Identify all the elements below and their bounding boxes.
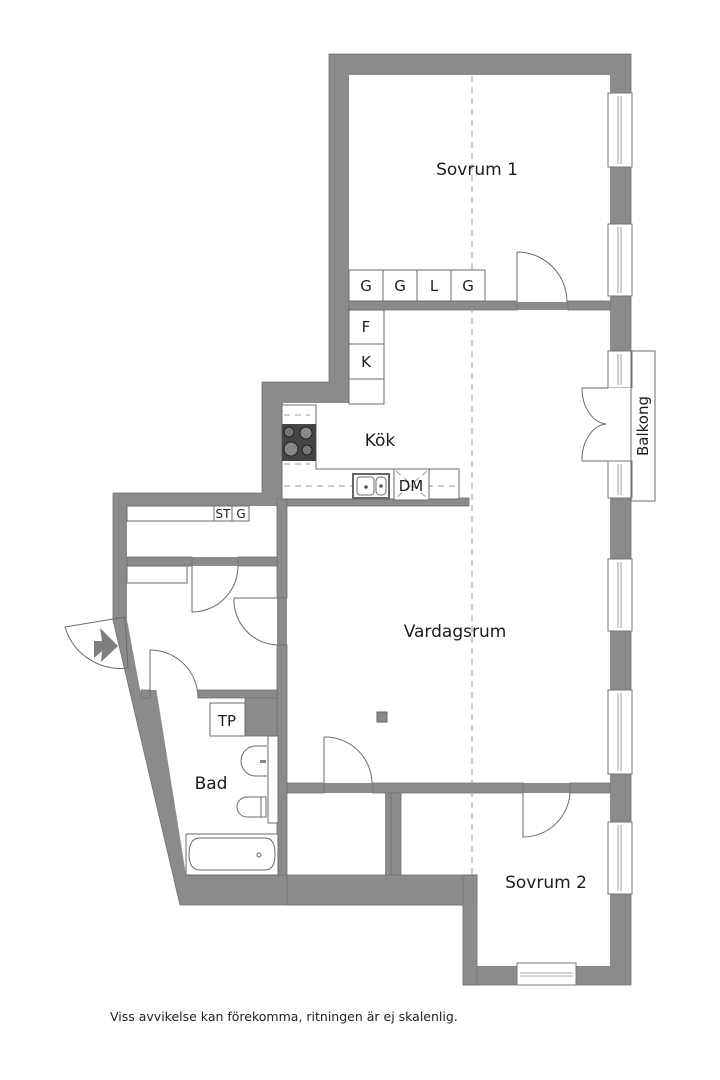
window bbox=[607, 460, 633, 499]
freezer-label: K bbox=[361, 353, 372, 371]
washbasin-icon bbox=[240, 745, 267, 777]
windows bbox=[516, 92, 633, 986]
window bbox=[516, 962, 577, 986]
door-closet bbox=[323, 736, 373, 784]
room-label-vardagsrum: Vardagsrum bbox=[404, 622, 507, 642]
bathtub-icon bbox=[188, 837, 276, 871]
room-label-balkong: Balkong bbox=[634, 396, 652, 456]
storage-label: ST bbox=[216, 507, 232, 521]
fridge-label: F bbox=[362, 318, 371, 336]
window bbox=[607, 558, 633, 632]
doors bbox=[64, 251, 571, 838]
window bbox=[607, 92, 633, 168]
sink-icon bbox=[352, 473, 390, 499]
window bbox=[607, 689, 633, 775]
disclaimer-text: Viss avvikelse kan förekomma, ritningen … bbox=[110, 1009, 458, 1024]
wardrobe-label: G bbox=[360, 277, 372, 295]
wardrobe-label: G bbox=[462, 277, 474, 295]
toilet-icon bbox=[236, 796, 267, 818]
wardrobes: G G L G bbox=[348, 269, 486, 302]
bathroom: TP bbox=[185, 702, 279, 876]
interior-walls bbox=[126, 300, 611, 986]
door-hall-storage bbox=[191, 565, 239, 613]
stove-icon bbox=[282, 424, 316, 461]
balcony: Balkong bbox=[581, 350, 656, 502]
door-sovrum2 bbox=[522, 792, 571, 838]
door-living bbox=[233, 597, 279, 646]
room-label-bad: Bad bbox=[195, 774, 228, 794]
wardrobe-label: G bbox=[394, 277, 406, 295]
wardrobe-label: L bbox=[430, 277, 439, 295]
room-label-kok: Kök bbox=[365, 431, 396, 451]
laundry-label: TP bbox=[217, 712, 236, 730]
column-icon bbox=[376, 711, 388, 723]
window bbox=[607, 223, 633, 297]
window bbox=[607, 821, 633, 895]
dishwasher-label: DM bbox=[399, 477, 424, 495]
kitchen: F K DM bbox=[281, 309, 460, 501]
door-entry bbox=[64, 616, 129, 669]
door-sovrum1 bbox=[516, 251, 568, 303]
door-bad bbox=[149, 649, 199, 698]
entry-arrow-icon bbox=[94, 628, 118, 662]
storage-label: G bbox=[236, 507, 245, 521]
hall-storage: ST G bbox=[126, 505, 250, 584]
room-label-sovrum2: Sovrum 2 bbox=[505, 873, 587, 893]
room-label-sovrum1: Sovrum 1 bbox=[436, 160, 518, 180]
window bbox=[607, 350, 633, 389]
